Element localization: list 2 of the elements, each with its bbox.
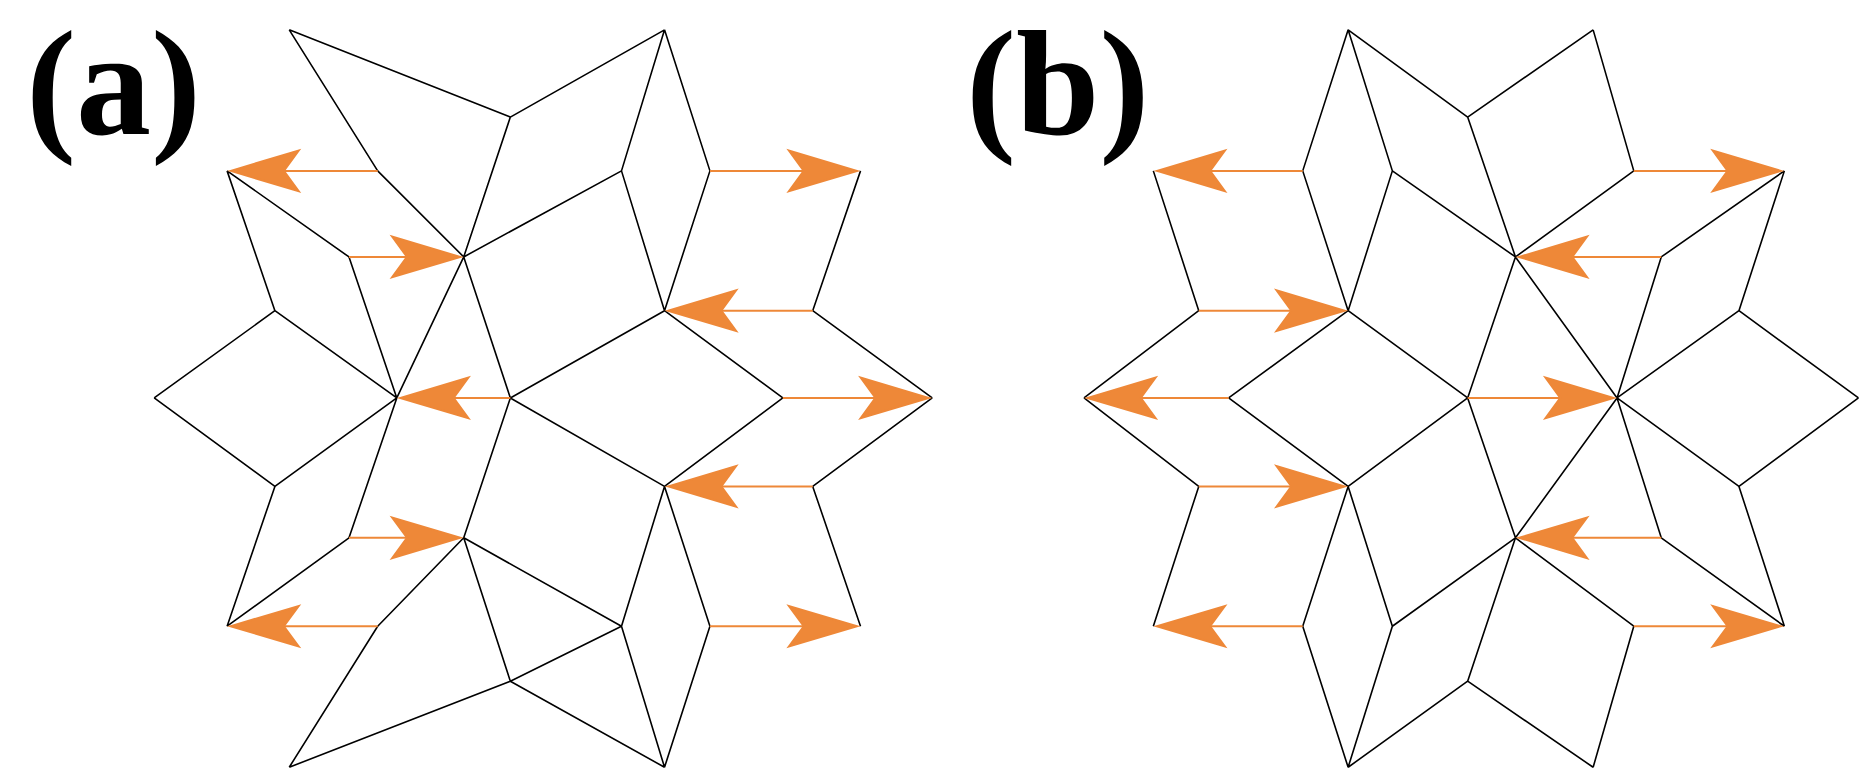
panel-label: (a) <box>32 29 195 166</box>
panel-label: (b) <box>972 29 1143 166</box>
